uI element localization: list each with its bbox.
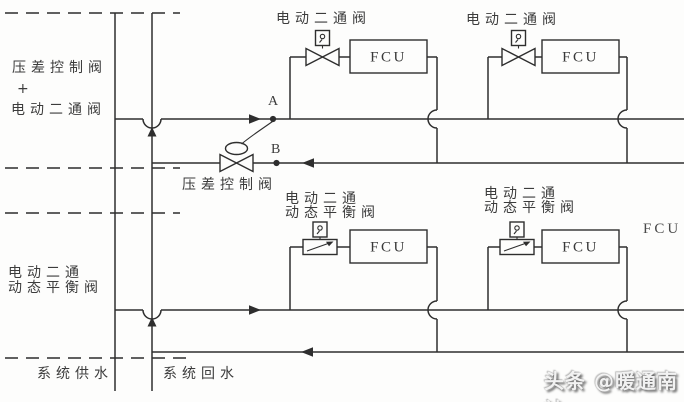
- fcu-label: FCU: [370, 50, 407, 66]
- actuator-mark: [319, 33, 326, 40]
- fcu-box: [541, 39, 620, 74]
- fcu-branch-pipes: [487, 246, 628, 352]
- actuator-mark: [319, 39, 323, 43]
- label-scheme-bottom-line2: 动态平衡阀: [8, 280, 103, 296]
- valve-body-right: [234, 153, 254, 173]
- fcu-unit-top-1: FCU: [289, 29, 438, 163]
- upper-supply-branch: [115, 114, 684, 129]
- actuator-icon: [312, 221, 328, 238]
- label-point-b: B: [271, 142, 281, 157]
- label-fcu-continuation: FCU: [643, 221, 682, 237]
- label-balance-valve-2-line2: 动态平衡阀: [484, 200, 579, 216]
- fcu-label: FCU: [562, 240, 599, 256]
- fcu-box: [349, 229, 428, 264]
- fcu-branch-pipes: [289, 246, 438, 352]
- return-riser: [147, 13, 157, 391]
- label-balance-valve-1-line1: 电动二通: [285, 191, 361, 207]
- fcu-branch-pipes: [289, 56, 438, 163]
- valve-body-left: [219, 153, 239, 173]
- upper-return-branch: [152, 158, 684, 168]
- label-scheme-bottom-line1: 电动二通: [8, 265, 84, 281]
- flow-arrow-up-icon: [147, 127, 157, 137]
- fcu-box: [349, 39, 428, 74]
- tap-point-a: [269, 115, 277, 123]
- balance-valve-arrowhead: [523, 241, 531, 247]
- label-balance-valve-2-line1: 电动二通: [484, 186, 560, 202]
- label-motor-valve-2: 电动二通阀: [466, 12, 561, 28]
- motor-valve-icon: [501, 47, 521, 67]
- actuator-mark: [513, 230, 517, 235]
- fcu-unit-bottom-1: FCU: [289, 221, 438, 352]
- flow-arrow-up-icon: [147, 317, 157, 327]
- label-motor-valve-1: 电动二通阀: [276, 11, 371, 27]
- lower-return-main: [152, 347, 684, 357]
- actuator-mark: [515, 39, 519, 43]
- actuator-icon: [314, 29, 331, 47]
- label-point-a: A: [268, 94, 279, 109]
- tap-point-b: [273, 159, 280, 167]
- actuator-mark: [316, 230, 320, 235]
- watermark: 头条 @暖通南社: [544, 369, 678, 402]
- zone-dividers: [5, 12, 186, 359]
- fcu-box: [541, 229, 620, 264]
- label-dp-valve: 压差控制阀: [182, 177, 277, 193]
- flow-arrow-left-icon: [301, 347, 313, 357]
- motor-valve-icon: [516, 47, 536, 67]
- actuator-icon: [509, 221, 525, 238]
- label-system-supply: 系统供水: [37, 366, 113, 382]
- label-balance-valve-1-line2: 动态平衡阀: [285, 205, 380, 221]
- dp-control-valve-icon: [219, 121, 273, 173]
- balance-valve-arrowhead: [326, 241, 334, 247]
- motor-valve-icon: [305, 47, 325, 67]
- impulse-sensing-line: [241, 121, 273, 145]
- actuator-mark: [514, 225, 520, 231]
- label-scheme-top-line1: 压差控制阀: [12, 60, 107, 76]
- actuator-mark: [515, 33, 522, 40]
- flow-arrow-right-icon: [249, 114, 261, 124]
- label-system-return: 系统回水: [163, 366, 239, 382]
- fcu-unit-bottom-2: FCU: [487, 221, 628, 352]
- fcu-branch-pipes: [487, 56, 628, 163]
- fcu-label: FCU: [562, 50, 599, 66]
- label-scheme-top-line3: 电动二通阀: [11, 102, 106, 118]
- motor-valve-icon: [320, 47, 340, 67]
- lower-supply-pipe: [115, 309, 684, 320]
- fcu-label: FCU: [370, 240, 407, 256]
- actuator-icon: [510, 29, 527, 47]
- balance-valve-arrow: [503, 242, 527, 252]
- label-scheme-top-plus: +: [17, 81, 29, 97]
- fcu-unit-top-2: FCU: [487, 29, 628, 163]
- actuator-mark: [317, 225, 323, 231]
- lower-supply-branch: [115, 305, 684, 320]
- balance-valve-arrow: [306, 242, 330, 252]
- flow-arrow-left-icon: [302, 158, 314, 168]
- flow-arrow-right-icon: [249, 305, 261, 315]
- dp-valve-diaphragm: [224, 141, 249, 156]
- upper-supply-pipe: [115, 118, 684, 129]
